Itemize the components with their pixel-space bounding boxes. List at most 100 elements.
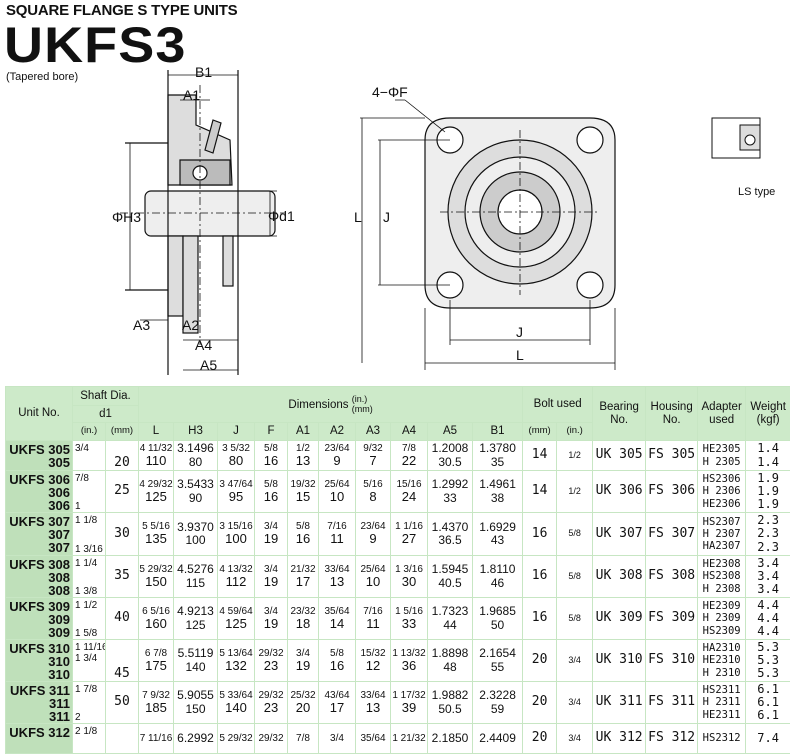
adapter-value: H 2309 — [698, 612, 745, 624]
dimension-inch: 3.5433 — [174, 478, 217, 491]
header-unit-no: Unit No. — [6, 387, 73, 441]
bearing-no-cell: UK 308 — [593, 556, 646, 598]
dimension-inch: 1.9685 — [473, 605, 522, 618]
bolt-in-cell: 5/8 — [557, 598, 593, 640]
dimension-inch: 5.9055 — [174, 689, 217, 702]
header-col-9: A4 — [391, 423, 428, 441]
adapter-value: HA2310 — [698, 642, 745, 654]
dimension-inch: 1.8110 — [473, 563, 522, 576]
dimension-mm: 36.5 — [428, 534, 472, 547]
unit-no: 305 — [6, 456, 70, 469]
housing-no-cell: FS 307 — [646, 513, 698, 556]
label-a1: A1 — [183, 87, 200, 103]
adapter-value: HA2307 — [698, 540, 745, 552]
dimension-mm: 160 — [139, 617, 173, 631]
shaft-in-value: 1 3/8 — [75, 577, 105, 598]
shaft-in-cell: 1 11/16 1 3/4 — [73, 640, 106, 682]
dimension-mm: 48 — [428, 661, 472, 674]
bolt-mm-cell: 14 — [523, 471, 557, 513]
dimension-inch: 7 11/16 — [139, 733, 173, 744]
dimension-mm: 10 — [319, 490, 355, 504]
weight-value: 1.4 — [746, 442, 790, 455]
dimension-inch: 1.8898 — [428, 647, 472, 660]
shaft-mm-cell — [106, 724, 139, 754]
dimension-mm: 9 — [319, 454, 355, 468]
dimension-mm: 19 — [255, 532, 287, 546]
dimension-mm: 36 — [391, 659, 427, 673]
adapter-value: HS2306 — [698, 473, 745, 485]
dimension-mm: 100 — [218, 532, 254, 546]
adapter-value: HS2312 — [698, 732, 745, 744]
header-col-5: F — [255, 423, 288, 441]
housing-no-cell: FS 308 — [646, 556, 698, 598]
adapter-value: H 2308 — [698, 583, 745, 595]
dimension-mm: 13 — [319, 575, 355, 589]
bolt-in-cell: 1/2 — [557, 441, 593, 471]
weight-value: 5.3 — [746, 667, 790, 680]
header-weight: Weight (kgf) — [746, 387, 790, 441]
weight-value: 6.1 — [746, 709, 790, 722]
bolt-mm-cell: 16 — [523, 598, 557, 640]
dimension-inch: 1.5945 — [428, 563, 472, 576]
shaft-in-value: 1 5/8 — [75, 619, 105, 640]
adapter-value: HE2308 — [698, 558, 745, 570]
label-a2: A2 — [182, 317, 199, 333]
dimension-mm: 15 — [288, 490, 318, 504]
dimension-mm: 140 — [174, 661, 217, 674]
shaft-in-value: 1 1/2 — [75, 598, 105, 619]
unit-no: 308 — [6, 584, 70, 597]
header-dimensions-label: Dimensions — [288, 399, 348, 411]
weight-value: 7.4 — [746, 732, 790, 745]
shaft-in-value — [75, 456, 105, 471]
weight-value: 2.3 — [746, 541, 790, 554]
dimension-mm: 16 — [319, 659, 355, 673]
dimension-cell: 3/4 — [319, 724, 356, 754]
dimension-inch: 6.2992 — [174, 732, 217, 745]
adapter-value: HS2311 — [698, 684, 745, 696]
label-j-left: J — [383, 209, 390, 225]
shaft-mm-cell: 50 — [106, 682, 139, 724]
header-bolt-used: Bolt used — [523, 387, 593, 423]
weight-value: 4.4 — [746, 625, 790, 638]
dimension-mm: 13 — [288, 454, 318, 468]
housing-no-cell: FS 306 — [646, 471, 698, 513]
dimension-inch: 5.5119 — [174, 647, 217, 660]
dimension-mm: 115 — [174, 577, 217, 590]
dimension-mm: 10 — [356, 575, 390, 589]
dimension-mm: 22 — [391, 454, 427, 468]
weight-value: 3.4 — [746, 583, 790, 596]
dimension-inch: 2.1850 — [428, 732, 472, 745]
adapter-value: HE2309 — [698, 600, 745, 612]
dimension-mm: 17 — [288, 575, 318, 589]
dimension-cell: 7/8 — [288, 724, 319, 754]
dimension-mm: 16 — [288, 532, 318, 546]
dimension-cell: 1 21/32 — [391, 724, 428, 754]
dimension-inch: 3/4 — [319, 733, 355, 744]
dimension-cell: 2.4409 — [473, 724, 523, 754]
dimension-mm: 27 — [391, 532, 427, 546]
adapter-value: HE2310 — [698, 654, 745, 666]
